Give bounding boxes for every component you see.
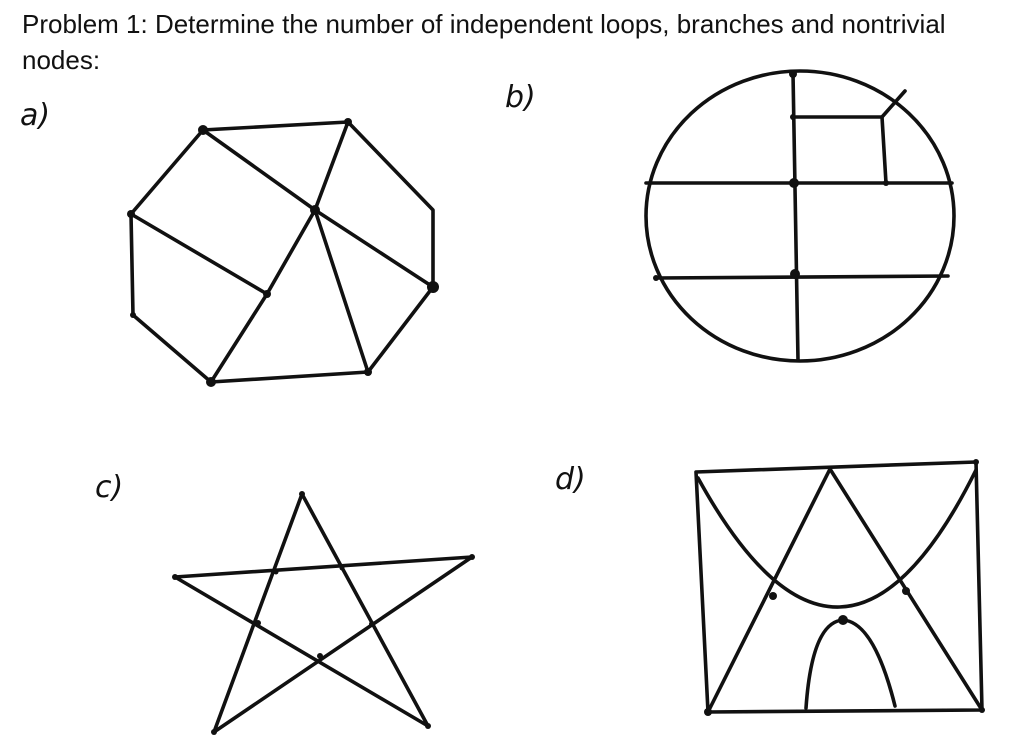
node — [789, 178, 799, 188]
node — [310, 205, 320, 215]
figure-c-label: c) — [95, 470, 124, 505]
node — [469, 554, 475, 560]
node — [979, 707, 985, 713]
branch — [209, 292, 269, 384]
branch — [265, 208, 317, 296]
node — [344, 118, 352, 126]
node — [789, 70, 797, 78]
node — [299, 491, 305, 497]
node — [206, 377, 216, 387]
rectangle-outline — [694, 460, 984, 714]
node — [427, 281, 439, 293]
node — [198, 125, 208, 135]
node — [425, 723, 431, 729]
branch — [706, 467, 832, 714]
figure-b-label: b) — [505, 80, 536, 115]
node — [902, 587, 910, 595]
node — [790, 269, 800, 279]
node — [653, 275, 659, 281]
node — [211, 729, 217, 735]
branch — [313, 208, 370, 374]
node — [339, 565, 345, 571]
branch — [791, 71, 800, 362]
branch — [880, 89, 907, 119]
node — [130, 312, 136, 318]
node — [369, 621, 375, 627]
node — [263, 290, 271, 298]
node — [317, 653, 323, 659]
branch-arc — [696, 468, 978, 609]
node — [255, 620, 261, 626]
figure-d-label: d) — [555, 462, 586, 497]
branch-arch — [804, 618, 897, 710]
branch — [313, 208, 435, 289]
problem-statement: Problem 1: Determine the number of indep… — [22, 9, 946, 75]
node — [790, 114, 796, 120]
node — [838, 615, 848, 625]
node — [704, 708, 712, 716]
node — [273, 569, 279, 575]
node — [883, 180, 889, 186]
branch — [201, 128, 317, 212]
node — [769, 592, 777, 600]
star-outline — [173, 492, 474, 734]
node — [973, 459, 979, 465]
figure-a-label: a) — [20, 98, 51, 133]
outer-circle — [644, 69, 956, 363]
branch — [654, 274, 950, 280]
node — [172, 574, 178, 580]
branch — [313, 120, 350, 212]
node — [364, 368, 372, 376]
branch — [129, 212, 269, 296]
node — [127, 210, 135, 218]
